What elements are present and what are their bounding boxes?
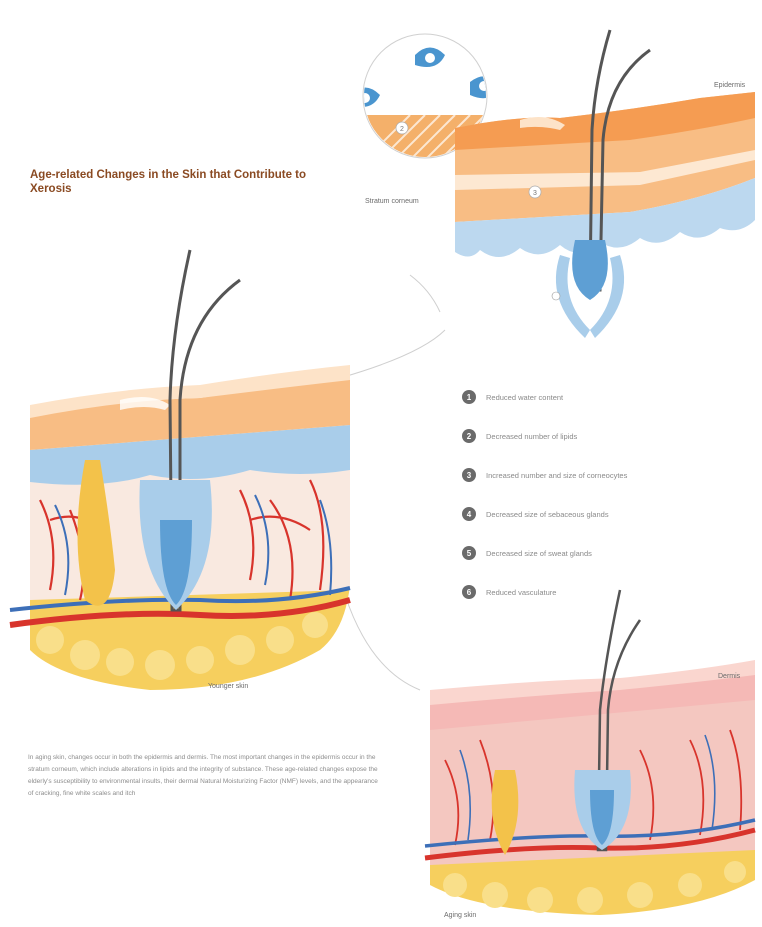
svg-text:2: 2 xyxy=(400,126,404,133)
legend-number-icon: 4 xyxy=(462,507,476,521)
legend-number-icon: 1 xyxy=(462,390,476,404)
legend: 1 Reduced water content 2 Decreased numb… xyxy=(462,387,752,621)
legend-item: 2 Decreased number of lipids xyxy=(462,426,752,446)
stratum-corneum-block: 3 xyxy=(455,30,755,338)
legend-label: Reduced vasculature xyxy=(486,588,556,597)
younger-skin-block xyxy=(10,250,350,690)
legend-item: 3 Increased number and size of corneocyt… xyxy=(462,465,752,485)
legend-number-icon: 2 xyxy=(462,429,476,443)
legend-number-icon: 5 xyxy=(462,546,476,560)
legend-label: Decreased size of sebaceous glands xyxy=(486,510,609,519)
legend-item: 5 Decreased size of sweat glands xyxy=(462,543,752,563)
label-epidermis: Epidermis xyxy=(714,82,745,89)
svg-text:3: 3 xyxy=(533,190,537,197)
legend-number-icon: 6 xyxy=(462,585,476,599)
legend-item: 6 Reduced vasculature xyxy=(462,582,752,602)
legend-item: 1 Reduced water content xyxy=(462,387,752,407)
label-aging-skin: Aging skin xyxy=(444,912,476,919)
label-stratum-corneum: Stratum corneum xyxy=(365,198,420,205)
description-paragraph: In aging skin, changes occur in both the… xyxy=(28,752,383,800)
legend-number-icon: 3 xyxy=(462,468,476,482)
legend-item: 4 Decreased size of sebaceous glands xyxy=(462,504,752,524)
diagram-title: Age-related Changes in the Skin that Con… xyxy=(30,168,330,196)
label-younger-skin: Younger skin xyxy=(208,683,248,690)
legend-label: Decreased number of lipids xyxy=(486,432,577,441)
legend-label: Increased number and size of corneocytes xyxy=(486,471,627,480)
legend-label: Reduced water content xyxy=(486,393,563,402)
label-dermis: Dermis xyxy=(718,673,740,680)
aging-skin-block xyxy=(425,590,755,915)
legend-label: Decreased size of sweat glands xyxy=(486,549,592,558)
